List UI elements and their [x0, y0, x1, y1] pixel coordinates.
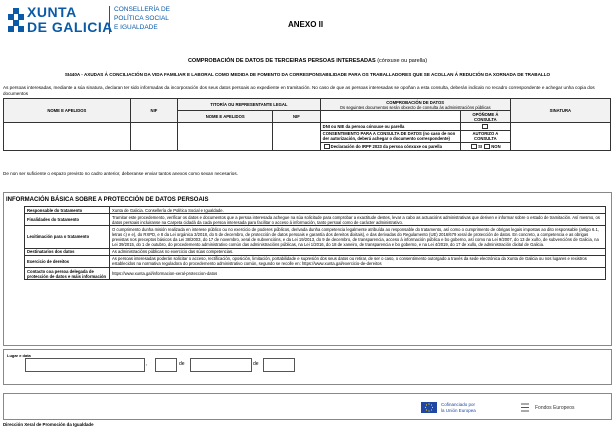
info-text: https://www.xunta.gal/informacion-xeral-… [109, 266, 606, 281]
form-title-suffix: (cónxuxe ou parella) [377, 58, 428, 64]
intro-text: As persoas interesadas, mediante a súa s… [3, 85, 595, 96]
european-funds-icon [521, 403, 529, 412]
header-oppose: OPÓÑOME Á CONSULTA [460, 110, 511, 123]
logos-panel [3, 393, 612, 420]
info-label: Lexitimación para o tratamento [24, 225, 110, 249]
header-name: NOME E APELIDOS [3, 98, 131, 123]
place-input[interactable] [25, 358, 145, 372]
data-protection-title: INFORMACIÓN BÁSICA SOBRE A PROTECCIÓN DE… [6, 197, 209, 203]
eu-cofinanced-line2: la Unión Europea [441, 408, 476, 413]
header-signature: SINATURA [509, 98, 612, 123]
xunta-cross-logo-icon [8, 8, 24, 32]
european-funds-label: Fondos Europeos [535, 405, 575, 411]
cell-rep-name[interactable] [177, 122, 274, 151]
header-rep-nif: NIF [272, 110, 321, 123]
logo-text-line2: DE GALICIA [27, 19, 113, 35]
info-text: O cumprimento dunha misión realizada en … [109, 225, 606, 249]
annex-label: ANEXO II [288, 20, 324, 29]
logo-text-line1: XUNTA [27, 4, 77, 20]
row-irpf-label: Declaración do IRPF 2023 da persoa cónxu… [319, 142, 462, 151]
header-data-check: COMPROBACIÓN DE DATOS Os seguintes docum… [319, 98, 511, 111]
department-name: CONSELLERÍA DE POLÍTICA SOCIAL E IGUALDA… [114, 5, 204, 32]
form-title-main: COMPROBACIÓN DE DATOS DE TERCEIRAS PERSO… [187, 58, 376, 64]
department-line3: E IGUALDADE [114, 24, 158, 31]
info-text: Tramitar este procedemento, verificar os… [109, 213, 606, 227]
header-representative: TITOR/A OU REPRESENTANTE LEGAL [177, 98, 321, 111]
row-dni-oppose[interactable] [460, 122, 511, 131]
info-label: Responsable do tratamento [24, 205, 110, 215]
info-label: Finalidades do tratamento [24, 213, 110, 227]
month-input[interactable] [190, 358, 252, 372]
eu-flag-icon [421, 402, 437, 413]
year-input[interactable] [263, 358, 295, 372]
header-data-check-sub: Os seguintes documentos serán obxecto de… [339, 104, 491, 110]
oppose-dni-checkbox[interactable] [482, 123, 489, 130]
si-label: SI [478, 143, 483, 149]
non-label: NON [491, 143, 501, 149]
cell-nif[interactable] [129, 122, 179, 151]
header-nif: NIF [129, 98, 179, 123]
row-irpf-si-non: SI NON [460, 142, 511, 151]
place-date-label: Lugar e data [7, 353, 31, 358]
info-label: Destinatarios dos datos [24, 247, 110, 256]
row-dni-label: DNI ou NIE da persoa cónxuxe ou parella [319, 122, 462, 131]
logo-divider [109, 6, 110, 34]
day-input[interactable] [155, 358, 177, 372]
department-line1: CONSELLERÍA DE [114, 6, 170, 13]
date-de-1: de [179, 361, 185, 367]
info-text: Xunta de Galicia. Consellería de Polític… [109, 205, 606, 215]
date-de-2: de [253, 361, 259, 367]
cell-name[interactable] [3, 122, 131, 151]
non-checkbox[interactable] [484, 143, 491, 150]
verification-table: NOME E APELIDOS NIF TITOR/A OU REPRESENT… [3, 98, 612, 151]
cell-signature[interactable] [509, 122, 612, 151]
info-label: Exercicio de dereitos [24, 254, 110, 268]
place-comma: , [146, 361, 148, 367]
row-consent-label: CONSENTIMENTO PARA A CONSULTA DE DATOS (… [319, 129, 462, 144]
data-protection-panel [3, 192, 612, 346]
note-text: De non ser suficiente o espazo previsto … [3, 171, 238, 176]
header-data-check-title: COMPROBACIÓN DE DATOS [386, 99, 445, 105]
form-subtitle: SI440A - AXUDAS Á CONCILIACIÓN DA VIDA F… [64, 72, 551, 77]
form-title: COMPROBACIÓN DE DATOS DE TERCEIRAS PERSO… [0, 58, 615, 64]
irpf-checkbox[interactable] [323, 143, 330, 150]
row-irpf-text: Declaración do IRPF 2023 da persoa cónxu… [330, 143, 442, 149]
info-label: Contacto coa persoa delegada de protecci… [24, 266, 110, 281]
si-checkbox[interactable] [471, 143, 478, 150]
cell-rep-nif[interactable] [272, 122, 321, 151]
eu-cofinanced-line1: Cofinanciado por [441, 402, 476, 407]
header-rep-name: NOME E APELIDOS [177, 110, 274, 123]
row-consent-auth: AUTORIZO A CONSULTA [460, 129, 511, 144]
info-text: As administracións públicas no exercicio… [109, 247, 606, 256]
department-line2: POLÍTICA SOCIAL [114, 15, 169, 22]
footer-directorate: Dirección Xeral de Promoción da Igualdad… [3, 422, 94, 427]
place-date-panel [3, 349, 612, 385]
info-text: As persoas interesadas poderán solicitar… [109, 254, 606, 268]
